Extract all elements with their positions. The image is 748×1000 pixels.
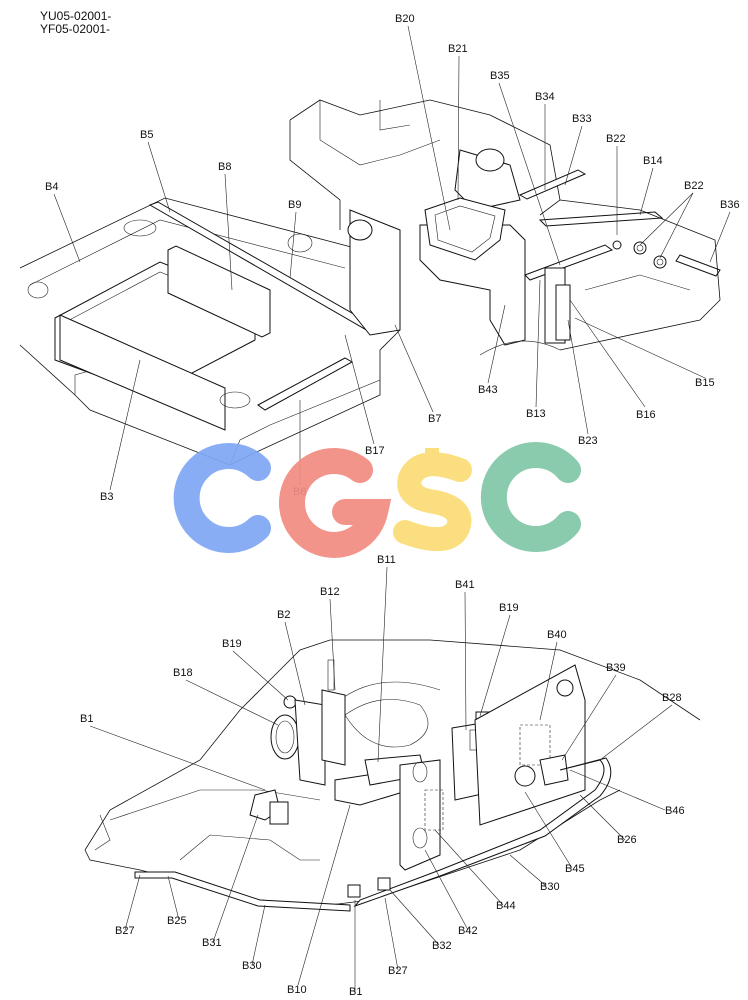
callout-b16: B16 [636, 409, 656, 421]
callout-b5: B5 [140, 129, 153, 141]
callout-b19-right: B19 [499, 602, 519, 614]
callout-b3: B3 [100, 491, 113, 503]
callout-b22: B22 [606, 133, 626, 145]
strip-b36 [675, 254, 721, 277]
bracket-b12 [321, 689, 346, 766]
bracket-b2 [294, 699, 326, 786]
serial-number-1: YU05-02001- [40, 9, 112, 23]
callout-b33: B33 [572, 113, 592, 125]
bracket-b43 [419, 224, 526, 346]
callout-b26: B26 [617, 834, 637, 846]
callout-b39: B39 [606, 662, 626, 674]
callout-b27: B27 [115, 925, 135, 937]
callout-b42: B42 [458, 925, 478, 937]
callout-b12: B12 [320, 586, 340, 598]
plate-b3 [59, 314, 226, 431]
callout-b22-right: B22 [684, 180, 704, 192]
callout-b18: B18 [173, 667, 193, 679]
callout-b32: B32 [432, 940, 452, 952]
callout-b19: B19 [222, 638, 242, 650]
callout-b1: B1 [80, 713, 93, 725]
callout-b21: B21 [448, 43, 468, 55]
cgsc-watermark [173, 442, 581, 558]
callout-b23: B23 [578, 435, 598, 447]
callout-b44: B44 [496, 900, 516, 912]
callout-b43: B43 [478, 384, 498, 396]
strip-b25 [134, 871, 351, 912]
callout-b27-right: B27 [388, 965, 408, 977]
callout-b2: B2 [277, 609, 290, 621]
callout-b45: B45 [565, 863, 585, 875]
callout-b34: B34 [535, 91, 555, 103]
rail-b33 [518, 169, 587, 200]
strip-b30 [353, 757, 612, 908]
callout-b46: B46 [665, 805, 685, 817]
clip-b46 [539, 754, 569, 786]
watermark-letter-c2 [480, 442, 581, 552]
callout-b30-right: B30 [540, 881, 560, 893]
callout-b11: B11 [377, 554, 396, 566]
watermark-letter-g [279, 448, 392, 558]
lower-assembly: B11 B12 B2 B41 B19 B19 B40 B18 B39 B28 B… [80, 554, 701, 998]
callout-b1-bottom: B1 [349, 986, 362, 998]
callout-b10: B10 [287, 984, 307, 996]
callout-b9: B9 [288, 199, 301, 211]
block-b1 [347, 884, 361, 898]
callout-b31: B31 [202, 937, 222, 949]
frame-b20 [424, 197, 506, 261]
callout-b30: B30 [242, 960, 262, 972]
upper-assembly: B20 B21 B35 B34 B33 B22 B14 B22 B36 B5 B… [19, 13, 740, 503]
callout-b41: B41 [455, 579, 475, 591]
callout-b13: B13 [526, 408, 546, 420]
watermark-letter-s [393, 452, 472, 551]
callout-b7: B7 [428, 413, 441, 425]
block-b32 [377, 877, 391, 891]
serial-number-2: YF05-02001- [40, 22, 111, 36]
callout-b28: B28 [662, 692, 682, 704]
callout-b8: B8 [218, 161, 231, 173]
callout-b35: B35 [490, 70, 510, 82]
callout-b14: B14 [643, 155, 663, 167]
watermark-letter-c1 [173, 443, 271, 553]
callout-b40: B40 [547, 629, 567, 641]
callout-b15: B15 [695, 377, 715, 389]
callout-b25: B25 [167, 915, 187, 927]
plate-b42 [399, 759, 441, 871]
callout-b20: B20 [395, 13, 415, 25]
callout-b4: B4 [45, 181, 58, 193]
grommet-b18 [270, 714, 300, 760]
plate-b8 [167, 245, 271, 338]
callout-b17: B17 [365, 445, 385, 457]
plate-b40 [474, 664, 586, 826]
bar-b6 [257, 357, 354, 411]
rail-b14 [538, 211, 664, 227]
callout-b36: B36 [720, 199, 740, 211]
